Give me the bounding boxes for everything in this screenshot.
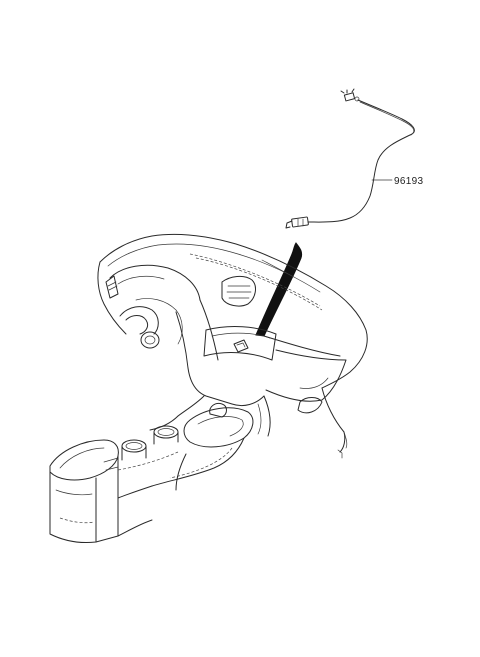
part-number-label[interactable]: 96193: [394, 176, 423, 187]
cable-bundle: [255, 242, 303, 337]
armrest: [49, 439, 119, 481]
left-vent: [105, 275, 119, 299]
cluster-hood: [109, 264, 201, 301]
glove-box: [265, 349, 347, 402]
cable-top-connector: [340, 88, 360, 102]
storage-bin-front: [49, 455, 119, 543]
cable-bottom-connector: [285, 216, 309, 229]
instrument-panel: [97, 233, 368, 459]
antenna-cable-assembly[interactable]: [285, 88, 415, 229]
ignition-knob: [140, 331, 160, 349]
right-vent: [297, 397, 323, 414]
cup-holder-rear: [121, 439, 147, 453]
hazard-switch: [233, 339, 249, 353]
center-stack: [175, 311, 265, 407]
defroster-grille: [189, 253, 323, 311]
center-console: [49, 403, 254, 543]
shift-knob: [209, 403, 227, 418]
dash-top-outline: [99, 233, 368, 389]
center-vent-left: [221, 275, 256, 307]
antenna-cable: [307, 99, 415, 223]
head-unit: [203, 326, 277, 361]
